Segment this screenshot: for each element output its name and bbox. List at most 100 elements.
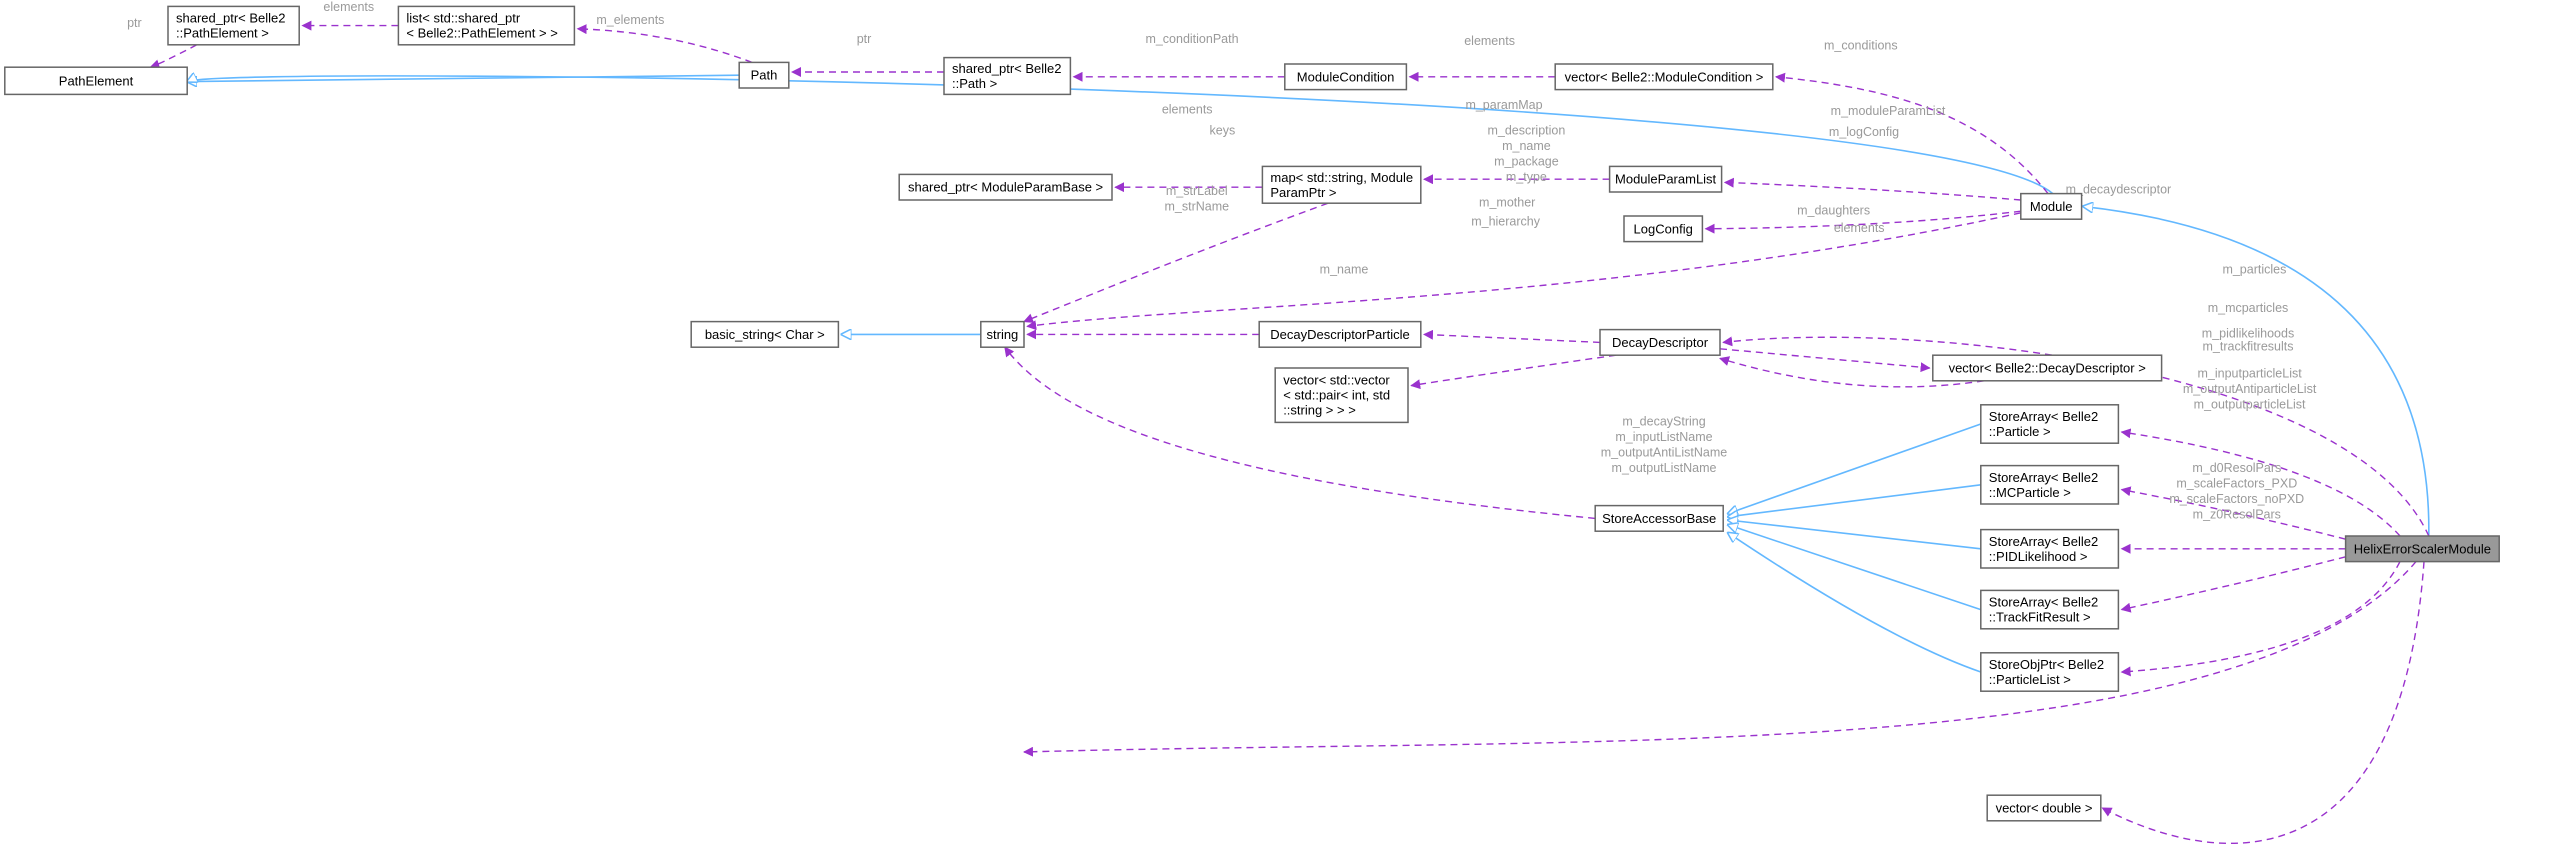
- node-label: ::ParticleList >: [1989, 672, 2071, 687]
- node-box: [1980, 464, 2120, 505]
- node-helix[interactable]: HelixErrorScalerModule: [2344, 535, 2500, 563]
- usage-edge-dd-to-ddp: [1423, 329, 1601, 344]
- node-vec-module-condition[interactable]: vector< Belle2::ModuleCondition >: [1554, 63, 1774, 91]
- node-box: [1986, 794, 2102, 822]
- node-box: [2020, 192, 2083, 220]
- edge-label-m-hierarchy: m_hierarchy: [1471, 215, 1541, 229]
- usage-edge-dd-to-vec-vec: [1410, 354, 1617, 390]
- node-box: [943, 56, 1072, 96]
- node-path[interactable]: Path: [738, 61, 790, 89]
- node-box: [1284, 63, 1408, 91]
- node-sa-track[interactable]: StoreArray< Belle2::TrackFitResult >: [1980, 589, 2120, 630]
- node-label: PathElement: [59, 73, 134, 88]
- inherit-edge-sop-plist-to-sab: [1728, 533, 1982, 673]
- node-box: [397, 5, 576, 46]
- edge-label-m-conditions: m_conditions: [1824, 39, 1898, 53]
- node-module-condition[interactable]: ModuleCondition: [1284, 63, 1408, 91]
- node-label: vector< Belle2::ModuleCondition >: [1565, 69, 1764, 84]
- node-decay-descriptor[interactable]: DecayDescriptor: [1599, 328, 1721, 356]
- node-label: < std::pair< int, std: [1283, 388, 1390, 403]
- node-label: ::Particle >: [1989, 424, 2051, 439]
- node-label: ::string > > >: [1283, 403, 1356, 418]
- node-sp-path[interactable]: shared_ptr< Belle2::Path >: [943, 56, 1072, 96]
- node-label: ::MCParticle >: [1989, 485, 2071, 500]
- usage-edge-helix-to-string: [1023, 561, 2417, 757]
- node-box: [738, 61, 790, 89]
- node-label: StoreArray< Belle2: [1989, 470, 2098, 485]
- node-sp-path-element[interactable]: shared_ptr< Belle2::PathElement >: [167, 5, 300, 46]
- node-label: StoreArray< Belle2: [1989, 534, 2098, 549]
- node-label: ::PathElement >: [176, 26, 269, 41]
- node-box: [980, 320, 1025, 348]
- edge-label-m-pidlikelihoods: m_pidlikelihoods: [2202, 327, 2294, 341]
- edge-label-elements-dd: elements: [1834, 221, 1885, 235]
- edge-label-m-name-sab: m_name: [1320, 263, 1369, 277]
- edge-label-ptr-pe: ptr: [127, 16, 142, 30]
- node-label: < Belle2::PathElement > >: [406, 26, 557, 41]
- node-label: StoreObjPtr< Belle2: [1989, 657, 2104, 672]
- usage-edge-dd-to-vec-dd: [1719, 348, 1931, 373]
- edge-label-m-particles: m_particles: [2222, 263, 2286, 277]
- node-box: [167, 5, 300, 46]
- edge-label-m-module-param-list: m_moduleParamList: [1831, 104, 1946, 118]
- node-label: HelixErrorScalerModule: [2354, 541, 2491, 556]
- node-box: [1980, 404, 2120, 444]
- edge-label-elements-list: elements: [323, 0, 374, 14]
- nodes-layer: PathElement shared_ptr< Belle2::PathEleme…: [4, 5, 2500, 822]
- node-label: ParamPtr >: [1270, 185, 1336, 200]
- edge-label-keys: keys: [1210, 123, 1236, 137]
- edge-label-m-daughters: m_daughters: [1797, 203, 1870, 217]
- node-vec-double[interactable]: vector< double >: [1986, 794, 2102, 822]
- usage-edge-map-to-string: [1023, 202, 1329, 323]
- usage-edge-helix-to-sa-track: [2120, 556, 2346, 613]
- node-box: [898, 173, 1113, 201]
- node-label: ::Path >: [952, 76, 997, 91]
- node-label: LogConfig: [1634, 221, 1693, 236]
- node-basic-string[interactable]: basic_string< Char >: [690, 320, 840, 348]
- node-vec-vec[interactable]: vector< std::vector< std::pair< int, std…: [1274, 367, 1409, 424]
- node-ddp[interactable]: DecayDescriptorParticle: [1258, 320, 1422, 348]
- edge-label-elements-cond: elements: [1464, 34, 1515, 48]
- node-box: [1980, 589, 2120, 630]
- node-module-param-list[interactable]: ModuleParamList: [1608, 165, 1723, 193]
- node-path-element[interactable]: PathElement: [4, 66, 188, 96]
- node-label: shared_ptr< Belle2: [176, 11, 286, 26]
- node-store-accessor-base[interactable]: StoreAccessorBase: [1594, 504, 1724, 532]
- node-label: vector< Belle2::DecayDescriptor >: [1949, 361, 2146, 376]
- node-sa-pid[interactable]: StoreArray< Belle2::PIDLikelihood >: [1980, 528, 2120, 569]
- node-list-sp[interactable]: list< std::shared_ptr< Belle2::PathEleme…: [397, 5, 576, 46]
- edge-label-elements-map: elements: [1162, 103, 1213, 117]
- inherit-edge-module-to-pathelement: [187, 76, 2054, 195]
- node-box: [1599, 328, 1721, 356]
- node-log-config[interactable]: LogConfig: [1623, 215, 1704, 243]
- edge-label-m-mcparticles: m_mcparticles: [2208, 301, 2289, 315]
- node-box: [1932, 354, 2163, 382]
- usage-edge-helix-to-sa-mcparticle: [2120, 486, 2346, 540]
- node-sa-particle[interactable]: StoreArray< Belle2::Particle >: [1980, 404, 2120, 444]
- node-label: StoreArray< Belle2: [1989, 409, 2098, 424]
- edge-label-m-mother: m_mother: [1479, 195, 1535, 209]
- node-label: ModuleCondition: [1297, 69, 1395, 84]
- edge-label-m-condition-path: m_conditionPath: [1145, 32, 1238, 46]
- node-sp-module-param-base[interactable]: shared_ptr< ModuleParamBase >: [898, 173, 1113, 201]
- node-box: [1623, 215, 1704, 243]
- node-string[interactable]: string: [980, 320, 1025, 348]
- node-vec-dd[interactable]: vector< Belle2::DecayDescriptor >: [1932, 354, 2163, 382]
- inherit-edge-helix-to-module: [2083, 206, 2430, 537]
- inherit-edge-sa-pid-to-sab: [1728, 520, 1981, 550]
- node-box: [1258, 320, 1422, 348]
- inherit-edge-path-to-pathelement: [187, 74, 740, 81]
- node-label: vector< double >: [1996, 801, 2093, 816]
- node-sop-plist[interactable]: StoreObjPtr< Belle2::ParticleList >: [1980, 652, 2120, 692]
- node-label: ::TrackFitResult >: [1989, 610, 2091, 625]
- inherit-edge-sa-track-to-sab: [1728, 525, 1982, 611]
- node-box: [1594, 504, 1724, 532]
- node-sa-mcparticle[interactable]: StoreArray< Belle2::MCParticle >: [1980, 464, 2120, 505]
- node-label: ModuleParamList: [1615, 172, 1717, 187]
- node-module[interactable]: Module: [2020, 192, 2083, 220]
